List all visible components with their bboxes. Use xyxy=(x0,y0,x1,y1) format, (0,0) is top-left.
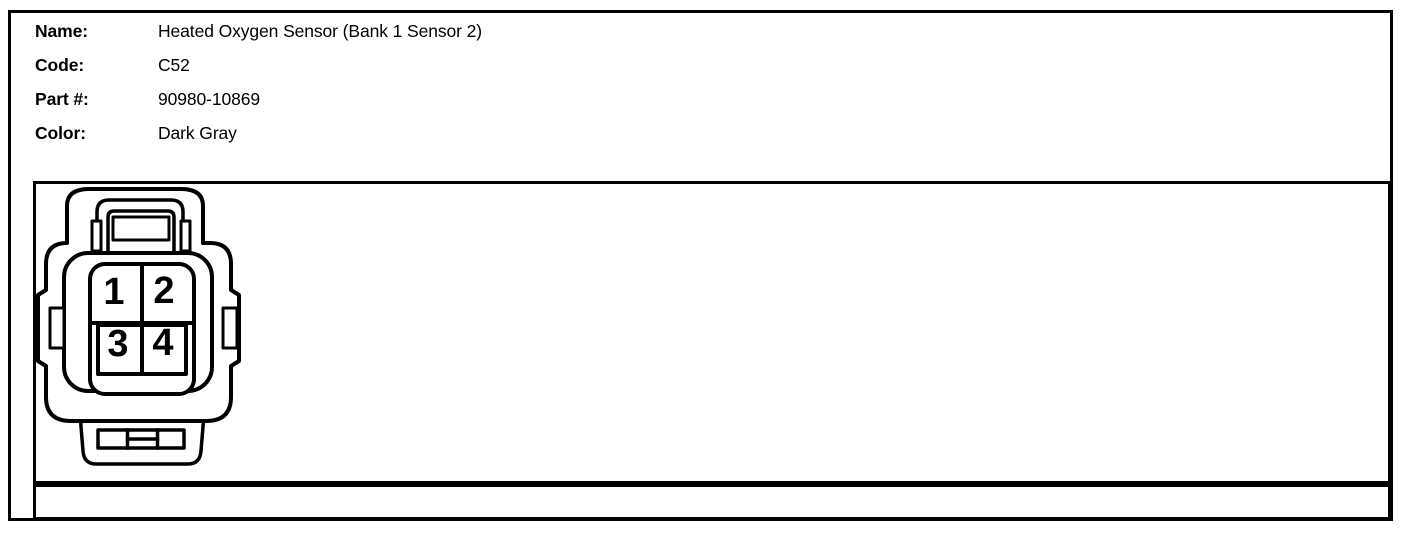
pin-4-label: 4 xyxy=(152,322,173,364)
part-number-label: Part #: xyxy=(35,89,89,109)
field-row-code: Code: C52 xyxy=(35,48,482,82)
name-label: Name: xyxy=(35,21,88,41)
field-row-color: Color: Dark Gray xyxy=(35,116,482,150)
name-value: Heated Oxygen Sensor (Bank 1 Sensor 2) xyxy=(158,21,483,41)
code-value: C52 xyxy=(158,55,190,75)
field-row-name: Name: Heated Oxygen Sensor (Bank 1 Sensor… xyxy=(35,14,482,48)
wing-slot-left xyxy=(48,306,66,350)
pin-2-label: 2 xyxy=(153,270,174,312)
connector-info-header: Name: Heated Oxygen Sensor (Bank 1 Sensor… xyxy=(35,14,482,150)
part-number-value: 90980-10869 xyxy=(158,89,261,109)
code-label: Code: xyxy=(35,55,85,75)
empty-bottom-row xyxy=(33,484,1391,520)
color-label: Color: xyxy=(35,123,86,143)
color-value: Dark Gray xyxy=(158,123,237,143)
pin-1-label: 1 xyxy=(103,271,124,313)
connector-diagram-box xyxy=(33,181,1391,484)
wing-slot-right xyxy=(221,306,239,350)
latch-inner xyxy=(111,215,171,242)
latch-ear-right xyxy=(179,219,192,253)
latch-ear-left xyxy=(90,219,103,253)
pin-3-label: 3 xyxy=(107,323,128,365)
field-row-part-number: Part #: 90980-10869 xyxy=(35,82,482,116)
connector-drawing: 1 2 3 4 xyxy=(36,187,241,466)
